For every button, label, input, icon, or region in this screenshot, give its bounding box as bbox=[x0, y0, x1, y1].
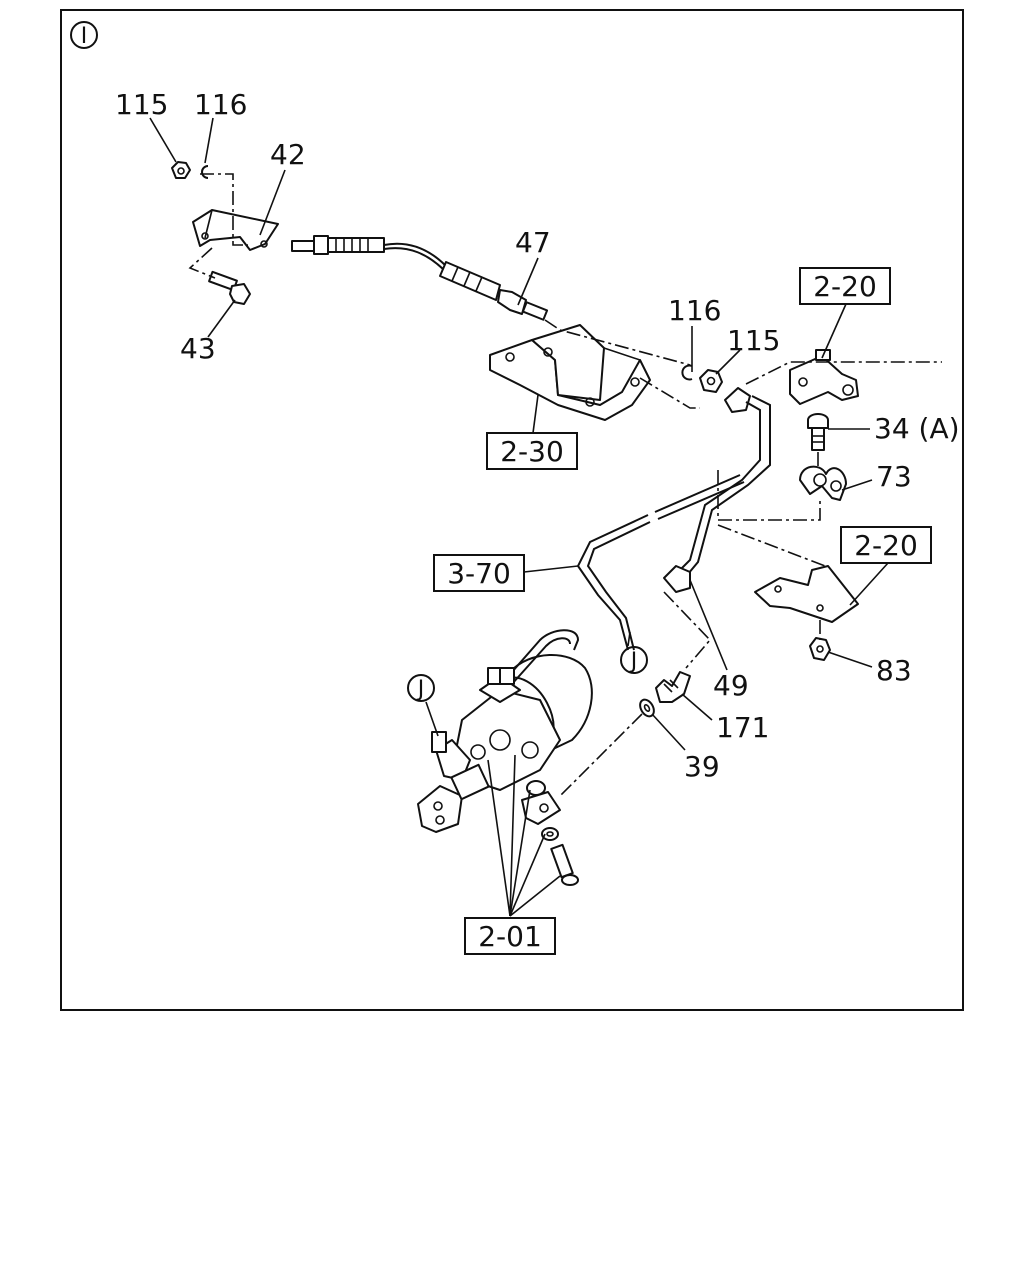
callout-39: 39 bbox=[684, 750, 720, 783]
callout-116-upper: 116 bbox=[194, 88, 247, 121]
view-marker-label: I bbox=[81, 24, 88, 49]
svg-text:J: J bbox=[416, 677, 425, 702]
cable-end-fitting bbox=[291, 235, 385, 255]
bracket-42 bbox=[192, 209, 279, 251]
svg-text:J: J bbox=[629, 649, 638, 674]
clip-116-middle bbox=[681, 364, 693, 381]
bracket-plate bbox=[754, 565, 859, 623]
control-cable-47 bbox=[383, 242, 549, 321]
svg-text:2-30: 2-30 bbox=[500, 435, 564, 468]
assembly-lines bbox=[188, 173, 942, 797]
callout-116-middle: 116 bbox=[668, 294, 721, 327]
reference-box-2-01: 2-01 bbox=[464, 917, 556, 955]
svg-text:3-70: 3-70 bbox=[447, 557, 511, 590]
callout-83: 83 bbox=[876, 654, 912, 687]
reference-box-2-20-upper: 2-20 bbox=[799, 267, 891, 305]
callout-115-upper: 115 bbox=[115, 88, 168, 121]
washer-39 bbox=[639, 698, 655, 718]
connector-j-right: J bbox=[620, 646, 648, 674]
callout-43: 43 bbox=[180, 332, 216, 365]
nut-115-middle bbox=[699, 369, 723, 393]
mounting-bracket bbox=[489, 324, 651, 421]
diagram-frame bbox=[60, 9, 964, 1011]
callout-labels: 115 116 42 43 47 116 115 34 (A) 73 83 49… bbox=[115, 88, 960, 783]
callout-171: 171 bbox=[716, 711, 769, 744]
svg-text:2-20: 2-20 bbox=[813, 270, 877, 303]
callout-115-middle: 115 bbox=[727, 324, 780, 357]
valve-assembly bbox=[417, 629, 593, 886]
tee-fitting bbox=[789, 349, 859, 405]
callout-73: 73 bbox=[876, 460, 912, 493]
clip-116-upper bbox=[201, 165, 209, 179]
clamp-73 bbox=[799, 465, 847, 501]
callout-34a: 34 (A) bbox=[874, 412, 960, 445]
reference-box-2-30: 2-30 bbox=[486, 432, 578, 470]
air-pipe-49 bbox=[663, 387, 771, 593]
view-marker: I bbox=[70, 21, 98, 49]
connector-171 bbox=[655, 671, 691, 703]
svg-text:2-20: 2-20 bbox=[854, 529, 918, 562]
nut-83 bbox=[809, 637, 831, 661]
reference-box-2-20-lower: 2-20 bbox=[840, 526, 932, 564]
bolt-43 bbox=[208, 270, 251, 305]
callout-49: 49 bbox=[713, 669, 749, 702]
nut-115-upper bbox=[171, 161, 191, 179]
connector-j-left: J bbox=[407, 674, 435, 702]
svg-text:2-01: 2-01 bbox=[478, 920, 542, 953]
reference-box-3-70: 3-70 bbox=[433, 554, 525, 592]
bolt-34 bbox=[807, 413, 829, 451]
leader-lines bbox=[149, 117, 889, 917]
callout-47: 47 bbox=[515, 226, 551, 259]
nylon-tube bbox=[576, 474, 745, 651]
callout-42: 42 bbox=[270, 138, 306, 171]
